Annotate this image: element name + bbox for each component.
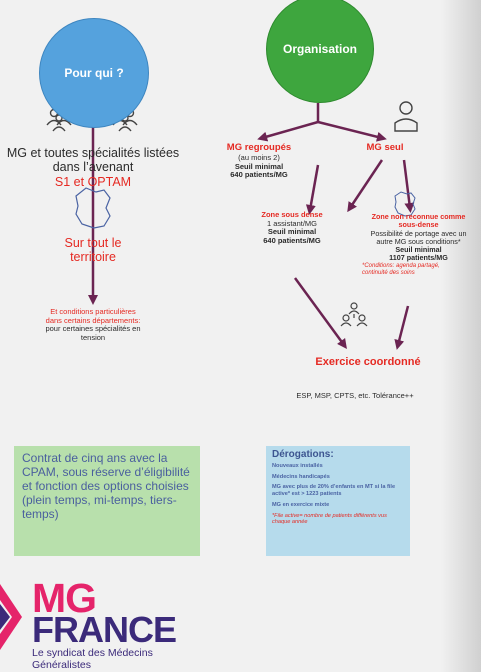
logo-france-text: FRANCE — [32, 609, 177, 650]
eligibility-line3: S1 et OPTAM — [54, 174, 132, 189]
zone-non-reconnue-title1: Zone non reconnue comme — [371, 212, 466, 221]
conditions-line1: Et conditions particulières — [50, 307, 136, 316]
exercice-coordonne-title: Exercice coordonné — [315, 356, 421, 368]
derogation-item-1: Nouveaux installés — [272, 463, 323, 469]
organisation-circle: Organisation — [267, 0, 373, 102]
regroup-down-arrow — [305, 164, 320, 215]
territory-line2: territoire — [70, 250, 116, 265]
mg-regroupes-title: MG regroupés — [226, 142, 292, 153]
derogations-content: Dérogations: Nouveaux installés Médecins… — [272, 449, 406, 526]
derogations-title: Dérogations: — [272, 449, 334, 460]
zone-non-reconnue-line4: 1107 patients/MG — [389, 253, 448, 263]
logo-tagline-1: Le syndicat des Médecins — [32, 647, 153, 659]
seul-right-arrow — [402, 159, 415, 213]
zone-sous-dense-line3: 640 patients/MG — [263, 235, 321, 245]
france-map-icon-2 — [394, 191, 416, 217]
zone-sous-dense-line2: Seuil minimal — [267, 227, 317, 237]
zone-non-reconnue-line2: autre MG sous conditions* — [376, 236, 461, 246]
conditions-text: Et conditions particulières dans certain… — [28, 307, 158, 343]
to-regroup-arrow — [257, 120, 319, 142]
logo-chevron-icon — [0, 584, 22, 650]
zone-non-reconnue-note2: continuité des soins — [362, 269, 415, 276]
zone-sous-dense-block: Zone sous dense 1 assistant/MG Seuil min… — [249, 210, 335, 246]
derogation-item-3: MG avec plus de 20% d’enfants en MT si l… — [272, 484, 396, 498]
mg-regroupes-line2: Seuil minimal — [234, 161, 284, 171]
zone-non-reconnue-block: Zone non reconnue comme sous-dense Possi… — [356, 212, 481, 276]
derogation-item-4: MG en exercice mixte — [272, 501, 330, 508]
logo-tagline: Le syndicat des Médecins Généralistes — [32, 647, 153, 671]
derogation-item-2: Médecins handicapés — [272, 473, 330, 480]
pour-qui-circle: Pour qui ? — [40, 19, 148, 127]
zone-non-reconnue-line3: Seuil minimal — [395, 245, 442, 255]
network-people-icon — [340, 302, 368, 327]
seul-left-arrow — [347, 159, 384, 213]
logo-tagline-2: Généralistes — [32, 659, 91, 672]
conditions-line2: dans certains départements: — [45, 315, 141, 325]
territory-line1: Sur tout le — [64, 236, 122, 250]
france-map-icon-1 — [75, 187, 111, 229]
zone-non-reconnue-line1: Possibilité de portage avec un — [370, 228, 467, 238]
znr-to-exercice-arrow — [394, 305, 410, 350]
conditions-line3: pour certaines spécialités en — [45, 324, 141, 334]
person-icon — [394, 101, 418, 132]
eligibility-line2: dans l’avenant — [52, 160, 134, 175]
pour-qui-title: Pour qui ? — [64, 66, 124, 80]
zsd-to-exercice-arrow — [293, 277, 347, 350]
conditions-line4: tension — [80, 332, 106, 342]
derogations-note: *File active= nombre de patients différe… — [272, 512, 387, 526]
zone-non-reconnue-title2: sous-dense — [398, 220, 439, 230]
logo-mg-text: MG — [32, 575, 97, 621]
mg-regroupes-block: MG regroupés (au moins 2) Seuil minimal … — [218, 142, 300, 180]
exercice-coordonne-subtitle: ESP, MSP, CPTS, etc. Tolérance++ — [296, 391, 414, 400]
zone-sous-dense-line1: 1 assistant/MG — [266, 218, 318, 228]
mg-seul-title: MG seul — [366, 142, 404, 153]
eligibility-line1: MG et toutes spécialités listées — [6, 146, 180, 160]
right-shadow — [441, 0, 481, 672]
zone-sous-dense-title: Zone sous dense — [261, 210, 323, 219]
territory-text: Sur tout le territoire — [38, 236, 148, 265]
derogations-box: Dérogations: Nouveaux installés Médecins… — [266, 446, 410, 556]
contrat-box: Contrat de cinq ans avec la CPAM, sous r… — [14, 446, 200, 556]
eligibility-text: MG et toutes spécialités listées dans l’… — [4, 146, 182, 189]
mg-regroupes-line1: (au moins 2) — [238, 152, 280, 162]
zone-non-reconnue-note1: *Conditions: agenda partagé, — [362, 262, 440, 269]
mg-regroupes-line3: 640 patients/MG — [230, 170, 288, 180]
contrat-text: Contrat de cinq ans avec la CPAM, sous r… — [22, 451, 190, 522]
organisation-title: Organisation — [282, 42, 357, 56]
to-seul-arrow — [317, 120, 387, 142]
